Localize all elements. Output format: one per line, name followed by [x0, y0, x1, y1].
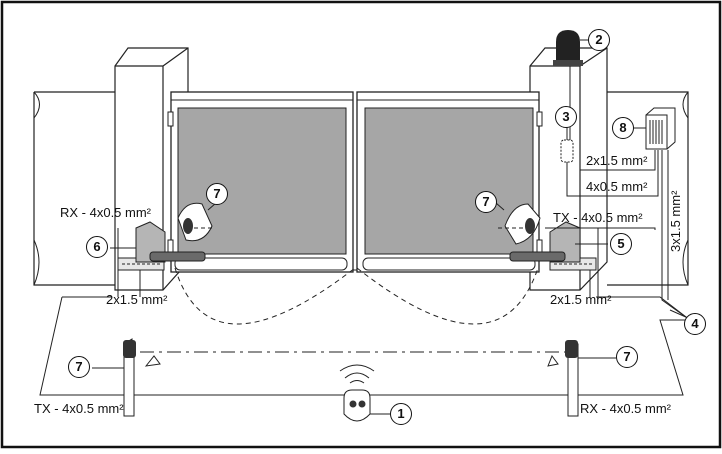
callout-key-switch: 3: [555, 106, 577, 128]
left-post-photocell: [123, 338, 161, 417]
callout-control-board: 8: [612, 117, 634, 139]
label-motor-right: 2x1.5 mm²: [550, 292, 612, 307]
cable-mains: [661, 150, 691, 321]
left-motor: [117, 221, 206, 271]
cable-tx: [545, 227, 656, 230]
callout-right-motor: 5: [610, 233, 632, 255]
callout-mains: 4: [684, 313, 706, 335]
cable-lamp: [569, 66, 656, 171]
label-mains-cable: 3x1.5 mm²: [668, 190, 683, 252]
swing-arc-left: [174, 267, 356, 325]
cable-key: [566, 150, 659, 197]
label-rx-left: RX - 4x0.5 mm²: [60, 205, 152, 220]
callout-flashing-lamp: 2: [588, 29, 610, 51]
remote-transmitter: [339, 364, 375, 422]
callout-left-photocell: 7: [206, 183, 228, 205]
left-gate-leaf: [167, 91, 354, 273]
label-tx-post: TX - 4x0.5 mm²: [34, 401, 124, 416]
left-photocell: [177, 202, 215, 242]
label-lamp-cable: 2x1.5 mm²: [586, 153, 648, 168]
key-switch: [560, 139, 574, 163]
callout-right-post: 7: [616, 346, 638, 368]
label-tx-right: TX - 4x0.5 mm²: [553, 210, 643, 225]
right-post-photocell: [547, 340, 579, 417]
callout-remote: 1: [390, 403, 412, 425]
swing-arc-right: [356, 267, 539, 325]
right-photocell: [498, 203, 541, 245]
label-motor-left: 2x1.5 mm²: [106, 292, 168, 307]
callout-left-post: 7: [68, 356, 90, 378]
right-gate-leaf: [356, 91, 543, 273]
right-wall: [607, 91, 689, 286]
callout-right-photocell: 7: [475, 191, 497, 213]
label-rx-post: RX - 4x0.5 mm²: [580, 401, 672, 416]
ground-outline: [39, 296, 700, 396]
label-key-cable: 4x0.5 mm²: [586, 179, 648, 194]
right-motor: [509, 221, 597, 271]
control-board: [634, 107, 676, 150]
callout-left-motor: 6: [86, 236, 108, 258]
